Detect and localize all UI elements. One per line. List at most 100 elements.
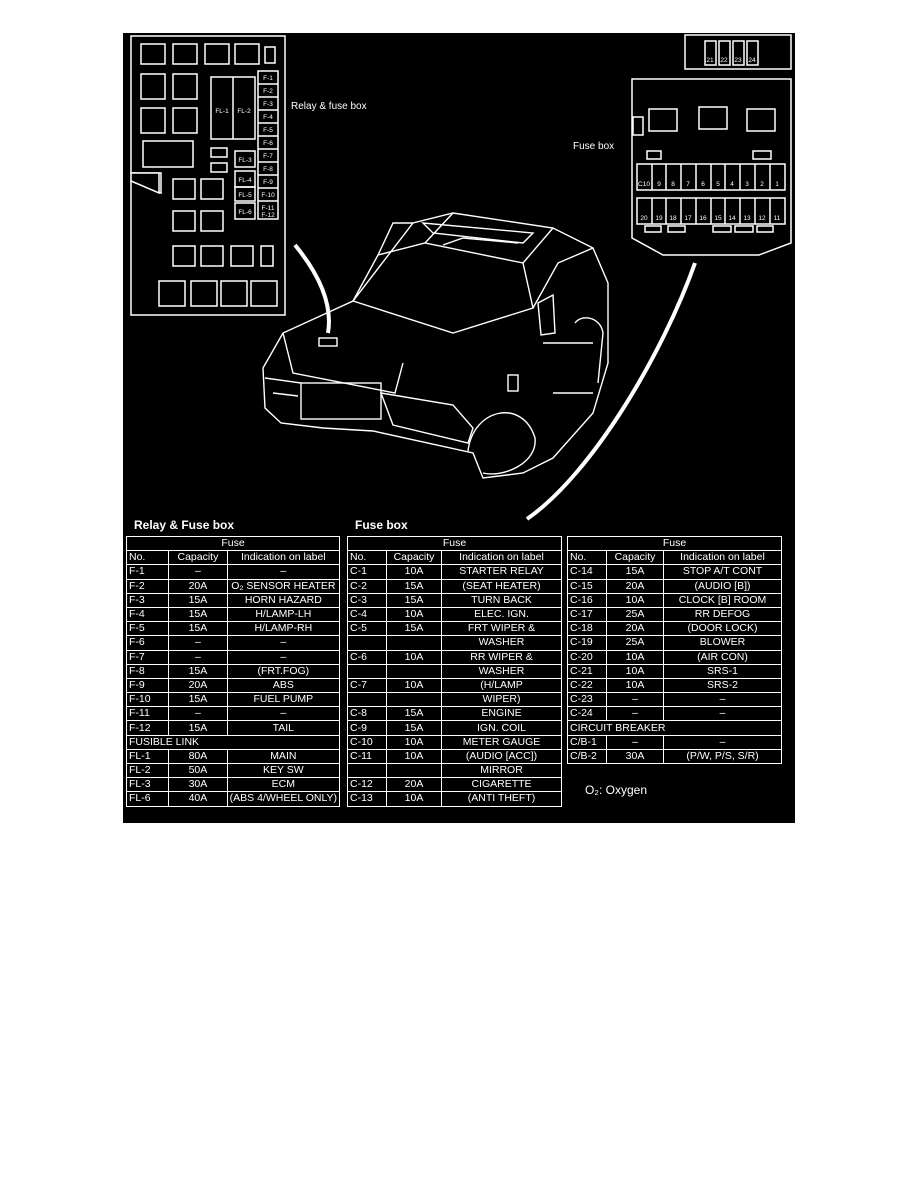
fuse-indication: RR DEFOG [663,606,782,623]
fuse-indication: SRS-2 [663,677,782,694]
fuse-indication: (ANTI THEFT) [441,791,562,807]
fuse-indication-continued: WASHER [441,635,562,651]
table-group-header: Fuse [126,535,340,552]
fuse-capacity: 10A [386,791,442,807]
fuse-capacity: – [606,692,664,708]
fuse-slot-number: 1 [775,181,779,188]
fuse-number: C-24 [567,706,607,722]
table-section-row: CIRCUIT BREAKER [567,720,782,736]
fuse-indication: RR WIPER & [441,649,562,665]
table-row: F-11–– [125,706,341,722]
fuse-capacity: – [168,635,228,651]
fuse-indication: – [663,734,782,750]
fuse-capacity: 10A [386,564,442,580]
fuse-indication: FRT WIPER & [441,621,562,637]
blank-cell [386,663,442,679]
fusible-link-label: FL-3 [238,157,252,164]
fuse-indication: (AIR CON) [663,649,782,665]
fuse-indication: CLOCK [B] ROOM [663,592,782,608]
box-slot-labels: F-1 F-2 F-3 F-4 F-5 F-6 F-7 F-8 F-9 F-10… [215,57,781,222]
fuse-indication: CIGARETTE [441,777,562,793]
fuse-slot-label: F-7 [263,153,273,160]
fuse-capacity: 10A [386,748,442,765]
fuse-box-table-1: Fuse No. Capacity Indication on label C-… [347,535,562,807]
fuse-number: C-8 [347,706,387,722]
fuse-slot-number: 19 [655,215,663,222]
fuse-capacity: 10A [386,649,442,665]
fuse-indication: (P/W, P/S, S/R) [663,748,782,765]
fuse-indication: KEY SW [226,762,341,779]
fuse-slot-number: 11 [774,215,781,222]
fuse-capacity: 10A [606,592,664,608]
col-indication: Indication on label [441,550,562,566]
fuse-capacity: 15A [168,606,228,623]
col-indication: Indication on label [226,550,341,566]
fuse-number: C-14 [567,564,607,580]
fuse-indication: IGN. COIL [441,720,562,736]
fuse-indication: (SEAT HEATER) [441,578,562,594]
fuse-number: FL-1 [125,748,170,765]
blank-cell [386,762,442,779]
fuse-indication: ENGINE [441,706,562,722]
fuse-box-table-2: Fuse No. Capacity Indication on label C-… [567,535,782,765]
table-row-continuation: WASHER [347,663,562,679]
fuse-slot-label: F-11 [262,205,275,212]
fuse-slot-number: 5 [716,181,720,188]
fuse-number: C-7 [347,677,387,694]
fuse-slot-number: 3 [745,181,749,188]
fuse-slot-number: 2 [760,181,764,188]
fuse-capacity: 20A [386,777,442,793]
fuse-indication: (H/LAMP [441,677,562,694]
fuse-capacity: 20A [606,578,664,594]
fuse-capacity: 10A [606,677,664,694]
fuse-indication: MAIN [226,748,341,765]
fuse-number: F-10 [125,692,170,708]
fuse-number: F-7 [125,649,170,665]
fuse-indication: TAIL [226,720,341,736]
blank-cell [347,762,387,779]
table-row: F-7–– [125,649,341,665]
fuse-capacity: 25A [606,606,664,623]
fuse-slot-label: F-2 [263,88,273,95]
fuse-slot-number: 4 [730,181,734,188]
fuse-number: F-11 [125,706,170,722]
fuse-number: C-23 [567,692,607,708]
fuse-capacity: 80A [168,748,228,765]
fuse-capacity: 15A [168,663,228,679]
fuse-capacity: 15A [168,720,228,736]
fuse-indication: ABS [226,677,341,694]
vehicle-fuse-location-illustration [130,34,792,521]
fuse-number: F-4 [125,606,170,623]
fuse-indication: ELEC. IGN. [441,606,562,623]
fuse-number: C-5 [347,621,387,637]
fuse-slot-number: 17 [684,215,692,222]
fuse-diagram-panel: Relay & fuse box Fuse box F-1 F-2 F-3 F-… [123,33,795,823]
col-no: No. [125,550,170,566]
blank-cell [386,692,442,708]
col-no: No. [347,550,387,566]
fuse-slot-number: 22 [720,57,728,64]
fuse-indication: – [663,692,782,708]
fuse-indication: H/LAMP-LH [226,606,341,623]
fuse-box-title: Fuse box [355,518,408,532]
fuse-indication: HORN HAZARD [226,592,341,608]
fuse-slot-number: 14 [728,215,736,222]
fuse-indication: ECM [226,777,341,793]
oxygen-note: O₂: Oxygen [585,783,648,797]
table-row-continuation: WIPER) [347,692,562,708]
table-row-continuation: WASHER [347,635,562,651]
fuse-number: C-15 [567,578,607,594]
